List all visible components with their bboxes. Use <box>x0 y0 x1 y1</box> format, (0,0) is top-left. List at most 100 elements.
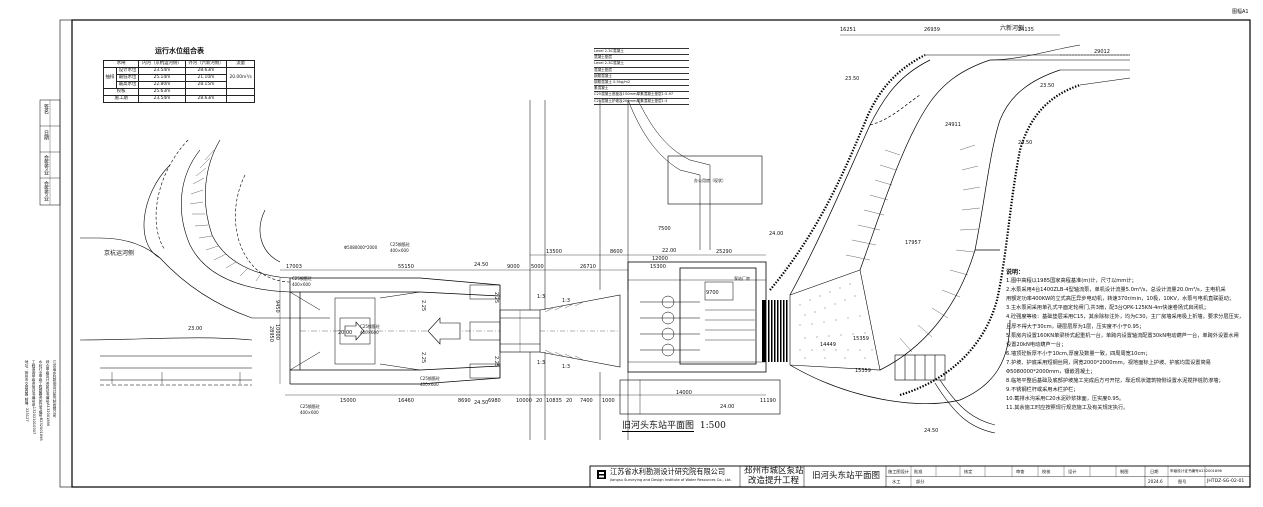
wlt-cell: 校核 <box>102 88 140 96</box>
wlt-cell: 23.54m <box>138 67 186 75</box>
jinghang-canal <box>79 237 330 386</box>
dim-text: 6980 <box>488 398 501 404</box>
dimension-lines <box>279 34 1130 396</box>
tb-col: 审查 <box>1016 469 1025 474</box>
station-room-label: 泵站厂房 <box>734 276 750 281</box>
stack-line: C25混凝土底板及150mm厚素混凝土垫层1:5.97 <box>594 92 689 99</box>
elevation: 20.00 <box>338 330 353 336</box>
dim-text: 26939 <box>924 27 940 33</box>
wlt-cell: 施工期 <box>102 95 140 103</box>
dim-text: 8690 <box>458 398 471 404</box>
elevation: 22.00 <box>662 248 677 254</box>
tb-drawing-no: JHTDZ-SG-02-01 <box>1207 479 1245 484</box>
dim-text: 12000 <box>652 256 668 262</box>
note-item: 8.临地平整后基础及底部护坡施工完成后方可开挖，靠近现状建筑物侧设置水泥搅拌桩防… <box>1006 378 1224 385</box>
left-stamp-text: 江苏省水利勘测设计研究院有限公司 综合甲级设计资质证书编号A132001896 … <box>2 360 58 485</box>
plan-scale: 1:500 <box>699 421 726 431</box>
elevation: 24.00 <box>720 404 735 410</box>
dim-text: 17003 <box>286 264 302 270</box>
slope-label: 2.25 <box>493 292 499 304</box>
dim-text: 28950 <box>268 326 274 342</box>
tb-col: 制图 <box>1120 469 1129 474</box>
dim-text: 14449 <box>820 342 836 348</box>
dim-text: 16251 <box>840 27 856 33</box>
slope-label: 1:3 <box>562 364 571 370</box>
note-item: 且厚不得大于30cm，硬层层厚为1层，压实度不小于0.95； <box>1006 323 1145 330</box>
tb-col: 施工图设计 <box>888 469 909 474</box>
outlet-river <box>789 59 1061 404</box>
boundary-lines <box>529 99 711 440</box>
stamp-line-2: 综合甲级设计资质证书编号A132001896 <box>46 360 50 427</box>
dim-text: 15359 <box>853 336 869 342</box>
company-logo-icon <box>597 470 606 479</box>
outlet-bank-beads <box>769 54 1081 397</box>
pump-station <box>619 261 781 415</box>
stamp-line-4: 工程咨询甲级资信证书编号甲132021010307 <box>32 360 36 435</box>
left-stakes <box>111 372 241 384</box>
wlt-cell: 22.80m <box>138 81 186 89</box>
wlt-cell: 最低水位 <box>115 74 140 82</box>
wlt-cell: 28.63m <box>184 95 228 103</box>
slope-label: 2.25 <box>420 352 426 364</box>
note-item: 5.泵房内设置160KN单梁桥式起重机一台，单跨内设置轴流配置30kN电动葫芦一… <box>1006 332 1239 339</box>
trash-rack <box>762 300 788 362</box>
outlet-bank-hatch <box>845 144 981 353</box>
pipe-label: 400×600 <box>390 248 409 253</box>
dim-text: 7500 <box>658 226 671 232</box>
wlt-cell <box>184 88 228 96</box>
wlt-cell: 23.54m <box>138 95 186 103</box>
dim-text: 25290 <box>716 249 732 255</box>
wlt-header-inner: 内河（京杭运河侧） <box>138 60 186 68</box>
dim-text: 1000 <box>602 398 615 404</box>
dim-text: 24911 <box>945 122 961 128</box>
stack-line: Level 2-3C混凝土 <box>594 49 689 56</box>
inlet-channel <box>289 277 501 385</box>
note-item: 7.护坡、护底采用短钢丝网，网宽2000*2000mm，视地面标上护坡、护底均需… <box>1006 359 1211 366</box>
dim-text: 55150 <box>398 264 414 270</box>
wlt-cell <box>226 95 255 103</box>
dim-text: 15300 <box>650 264 666 270</box>
stamp-line-3: 水利行业甲级工程勘察资质证书编号B232001896 <box>39 360 43 441</box>
outlet-structure <box>894 354 996 434</box>
wlt-cell <box>226 88 255 96</box>
notes-title: 说明： <box>1006 269 1025 276</box>
wlt-header-outer: 外河（六新河侧） <box>184 60 228 68</box>
wlt-cell: 25.63m <box>138 88 186 96</box>
strip-date: 日期 <box>43 130 49 140</box>
dim-text: 16460 <box>398 398 414 404</box>
wlt-cell: 20.00m³/s <box>226 67 255 89</box>
dim-text: 9000 <box>507 264 520 270</box>
bend-hatch <box>189 149 263 282</box>
note-item: 设置20kN电动葫芦一台； <box>1006 341 1067 348</box>
dim-text: 9450 <box>274 300 280 313</box>
tb-drawing-no-label: 图号 <box>1178 479 1187 484</box>
company-name: 江苏省水利勘测设计研究院有限公司 <box>610 467 726 476</box>
liuxin-river-label: 六新河侧 <box>1000 25 1025 32</box>
elevation: 24.50 <box>924 428 939 434</box>
tb-col: 核定 <box>964 469 973 474</box>
dim-text: 9700 <box>706 290 719 296</box>
elevation: 24.50 <box>1018 140 1033 146</box>
stack-line: 钢筋混凝土 <box>594 74 689 81</box>
wlt-cell: 最高水位 <box>115 81 140 89</box>
company-name-en: Jiangsu Surveying and Design Institute o… <box>610 478 732 482</box>
wlt-cell: 设计水位 <box>115 67 140 75</box>
wlt-cell: 28.15m <box>184 81 228 89</box>
forebay <box>499 294 621 368</box>
pump-units <box>640 295 700 357</box>
pipe-label: 400×600 <box>360 330 379 335</box>
slope-label: 1:3 <box>537 294 546 300</box>
note-item: 4.砼强度等级：基础垫层采用C15，其余除标注外，均为C30，主厂房墙采用极上折… <box>1006 314 1245 321</box>
sheet-size-code: 图幅A1 <box>1232 9 1249 15</box>
note-item: 11.其余施工时应按照现行规范施工及有关规定执行。 <box>1006 405 1129 412</box>
pipe-label: C25钢筋砼 <box>300 404 320 409</box>
jinghang-river-label: 京杭运河侧 <box>104 250 135 257</box>
elevation: 23.50 <box>845 76 860 82</box>
design-notes: 说明： 1.图中高程以1985国家高程基准(m)计，尺寸以mm计； 2.水泵采用… <box>1006 268 1245 414</box>
stack-line: 素混凝土 <box>594 86 689 93</box>
note-item: 10.截排水沟采用C20水泥砂浆抹面，压实度0.95。 <box>1006 396 1125 403</box>
dim-text: 29012 <box>1094 49 1110 55</box>
tb-col: 设计 <box>1068 469 1077 474</box>
dim-text: 10000 <box>516 398 532 404</box>
